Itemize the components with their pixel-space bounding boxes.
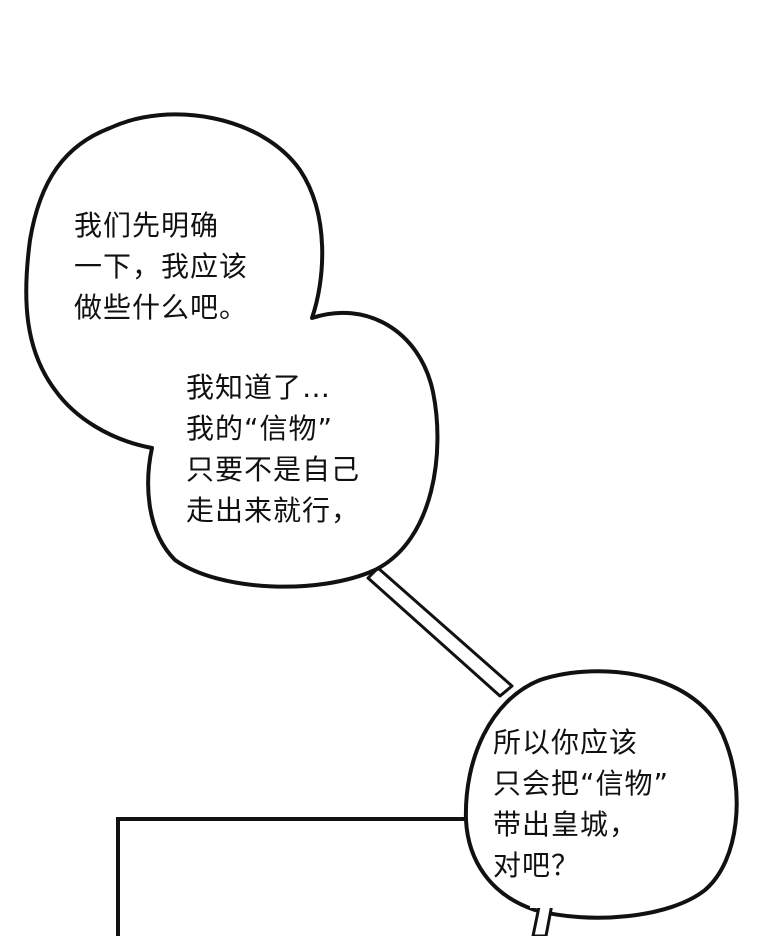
speech-line: 带出皇城， <box>493 808 639 841</box>
speech-line: 我们先明确 <box>74 209 220 242</box>
speech-line: 我的“信物” <box>186 412 334 445</box>
speech-text-2: 我知道了… 我的“信物” 只要不是自己 走出来就行， <box>186 367 360 531</box>
speech-text-3: 所以你应该 只会把“信物” 带出皇城， 对吧？ <box>493 722 669 886</box>
bubble-connector <box>366 566 514 698</box>
speech-line: 我知道了… <box>186 371 332 404</box>
speech-bubble-bottom <box>463 669 739 920</box>
speech-line: 走出来就行， <box>186 494 361 527</box>
bubble-tail-bottom <box>530 898 556 936</box>
speech-text-1: 我们先明确 一下，我应该 做些什么吧。 <box>74 205 248 328</box>
speech-bubble-top <box>24 112 440 589</box>
speech-line: 一下，我应该 <box>74 250 249 283</box>
speech-line: 对吧？ <box>493 849 581 882</box>
panel-frame <box>116 817 500 936</box>
speech-line: 做些什么吧。 <box>74 291 249 324</box>
speech-line: 只会把“信物” <box>493 767 670 800</box>
speech-line: 只要不是自己 <box>186 453 361 486</box>
speech-line: 所以你应该 <box>493 726 639 759</box>
